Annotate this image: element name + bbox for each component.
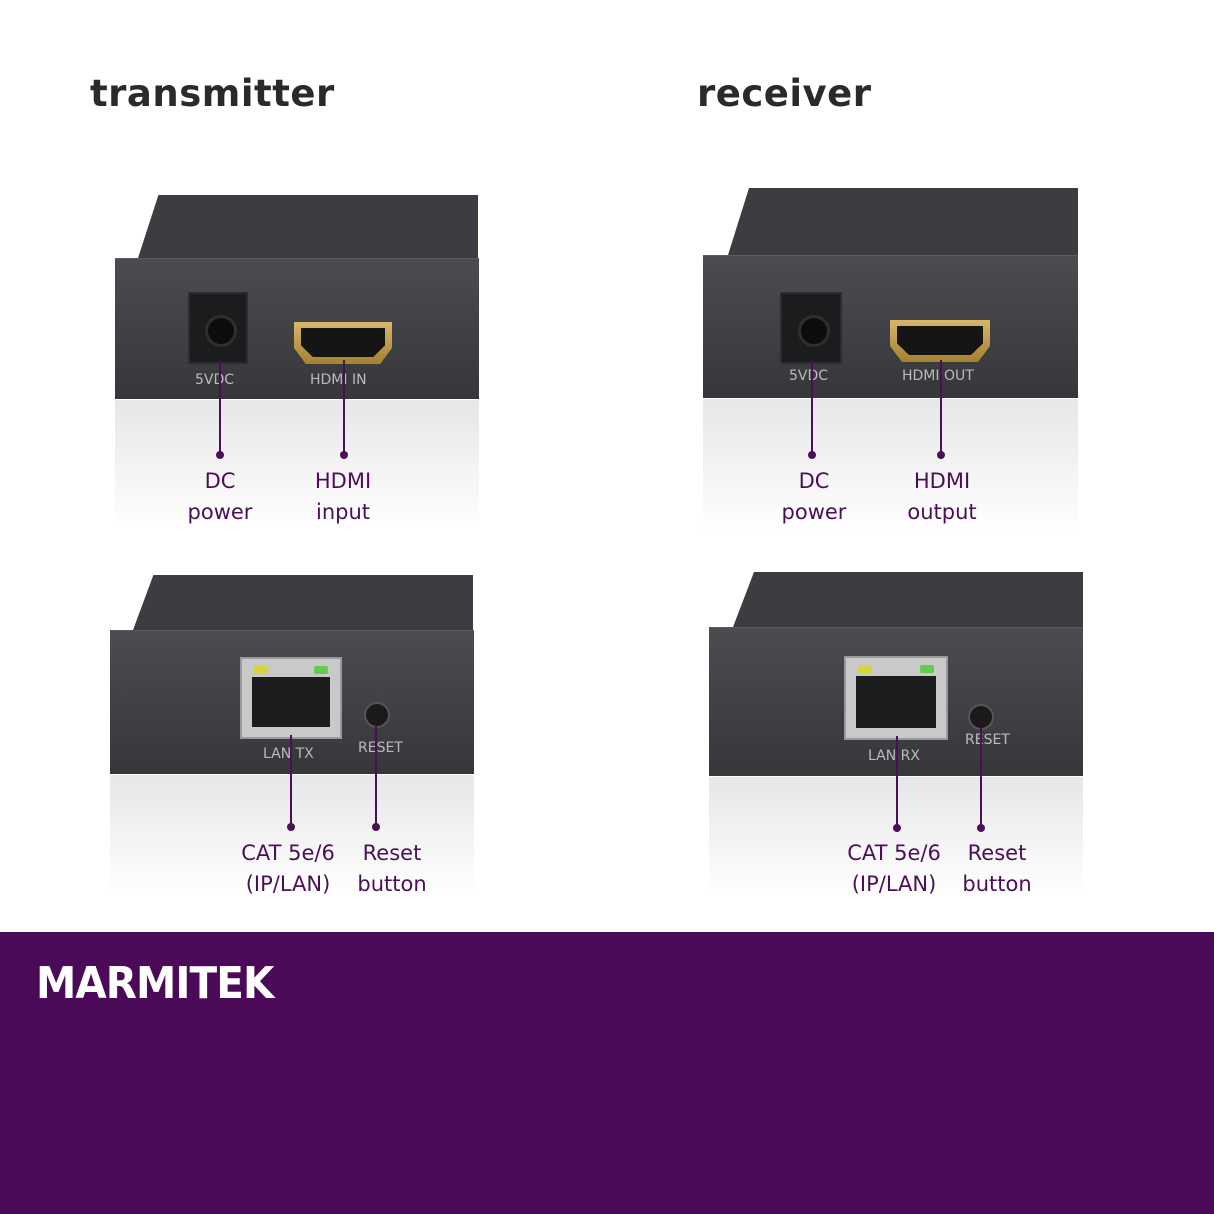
leader-dot <box>937 451 945 459</box>
port-label-hdmi: HDMI OUT <box>902 368 974 384</box>
device-reflection <box>703 399 1078 535</box>
leader-line <box>290 735 292 826</box>
leader-line <box>375 726 377 826</box>
callout-cat-ip-lan: CAT 5e/6(IP/LAN) <box>847 841 941 896</box>
leader-line <box>219 360 221 454</box>
port-label-dc: 5VDC <box>789 368 829 384</box>
leader-dot <box>372 823 380 831</box>
leader-line <box>940 360 942 454</box>
device-top <box>133 575 473 630</box>
port-label-dc: 5VDC <box>195 372 235 388</box>
leader-line <box>896 736 898 827</box>
device-reflection <box>115 400 479 530</box>
leader-dot <box>216 451 224 459</box>
leader-dot <box>893 824 901 832</box>
transmitter-heading: transmitter <box>90 72 335 115</box>
brand-footer <box>0 932 1214 1214</box>
port-label-hdmi: HDMI IN <box>310 372 367 388</box>
leader-line <box>980 728 982 827</box>
rj45-port-icon <box>240 657 342 739</box>
leader-line <box>811 360 813 454</box>
leader-dot <box>287 823 295 831</box>
marmitek-logo: MARMITEK <box>36 958 274 1009</box>
device-top <box>733 572 1083 627</box>
port-label-reset: RESET <box>965 732 1010 748</box>
leader-dot <box>340 451 348 459</box>
leader-dot <box>977 824 985 832</box>
device-top <box>728 188 1078 255</box>
receiver-heading: receiver <box>697 72 872 115</box>
device-top <box>138 195 478 258</box>
hdmi-port-icon <box>890 320 990 362</box>
callout-cat-ip-lan: CAT 5e/6(IP/LAN) <box>241 841 335 896</box>
reset-button-icon <box>364 702 390 728</box>
port-label-lan: LAN TX <box>263 746 314 762</box>
dc-jack-icon <box>188 292 248 364</box>
reset-button-icon <box>968 704 994 730</box>
port-label-reset: RESET <box>358 740 403 756</box>
port-label-lan: LAN RX <box>868 748 920 764</box>
leader-dot <box>808 451 816 459</box>
device-reflection <box>110 775 474 895</box>
dc-jack-icon <box>780 292 842 364</box>
leader-line <box>343 360 345 454</box>
rj45-port-icon <box>844 656 948 740</box>
hdmi-port-icon <box>294 322 392 364</box>
